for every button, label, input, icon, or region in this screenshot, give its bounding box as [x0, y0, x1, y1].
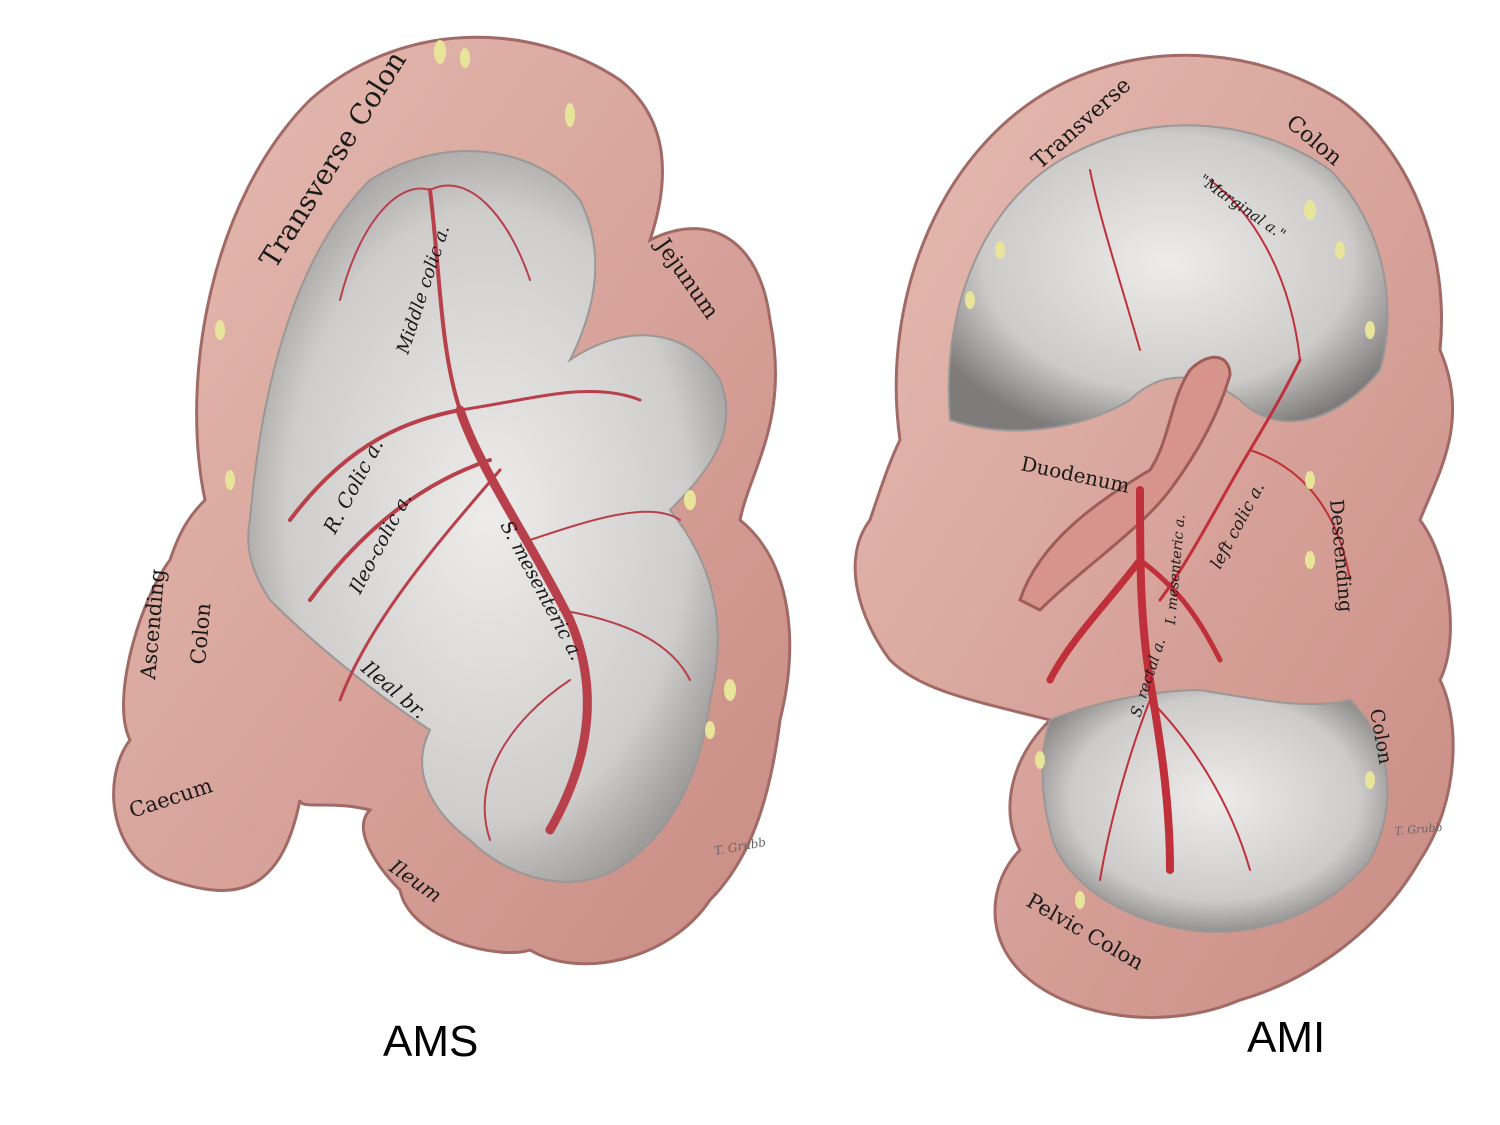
- ami-illustration: Transverse Colon "Marginal a." Duodenum …: [840, 0, 1480, 1030]
- ams-illustration: Transverse Colon Middle colic a. Jejunum…: [110, 0, 800, 1000]
- label-colon: Colon: [186, 602, 215, 665]
- ami-mesentery-upper: [947, 124, 1389, 432]
- ami-drawing: Transverse Colon "Marginal a." Duodenum …: [853, 53, 1455, 1019]
- ami-fat-deposits: [965, 200, 1375, 909]
- caption-ami: AMI: [1247, 1013, 1326, 1062]
- caption-ams: AMS: [383, 1017, 479, 1066]
- ams-fat-deposits: [215, 40, 736, 739]
- ams-drawing: Transverse Colon Middle colic a. Jejunum…: [112, 35, 792, 966]
- ams-mesentery: [247, 150, 728, 883]
- signature-right: T. Grubb: [1394, 821, 1443, 838]
- ami-arteries: [1046, 169, 1351, 881]
- ami-mesentery-lower: [1041, 688, 1389, 933]
- ams-arteries: [288, 184, 691, 841]
